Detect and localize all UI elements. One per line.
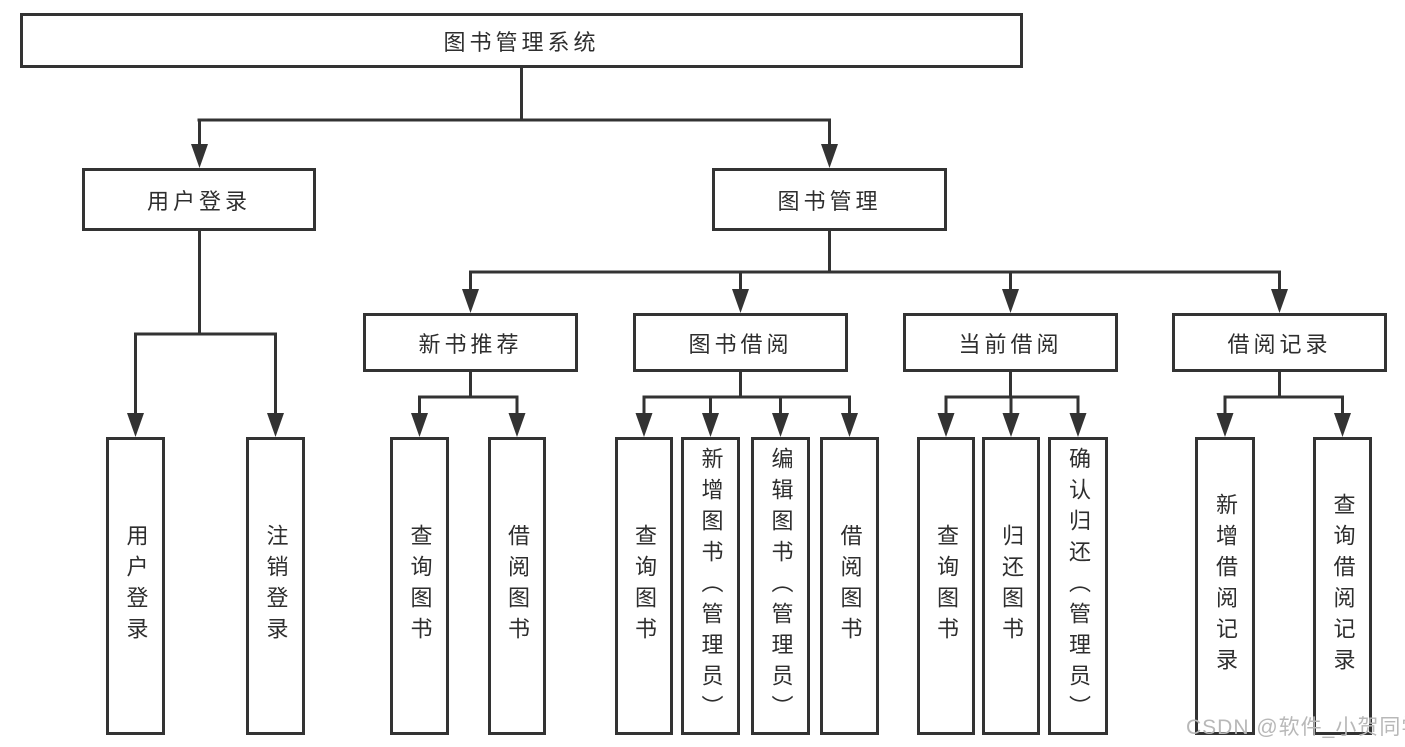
leaf-logout: 注销登录 [246,437,305,735]
leaf-confirm-return-admin: 确认归还（管理员） [1048,437,1108,735]
leaf-user-login: 用户登录 [106,437,165,735]
leaf-borrow-books-borrowing: 借阅图书 [820,437,879,735]
node-book-borrowing: 图书借阅 [633,313,848,372]
csdn-watermark: CSDN @软件_小贺同学 [1186,716,1405,739]
leaf-borrow-books-recommend: 借阅图书 [488,437,546,735]
leaf-edit-books-admin: 编辑图书（管理员） [751,437,810,735]
leaf-query-borrow-record: 查询借阅记录 [1313,437,1372,735]
node-current-borrowing: 当前借阅 [903,313,1118,372]
node-root-system: 图书管理系统 [20,13,1023,68]
node-book-management: 图书管理 [712,168,947,231]
node-borrowing-records: 借阅记录 [1172,313,1387,372]
leaf-return-books: 归还图书 [982,437,1040,735]
leaf-query-books-recommend: 查询图书 [390,437,449,735]
node-user-login: 用户登录 [82,168,316,231]
leaf-query-books-borrowing: 查询图书 [615,437,673,735]
leaf-query-books-current: 查询图书 [917,437,975,735]
node-new-book-recommend: 新书推荐 [363,313,578,372]
leaf-add-borrow-record: 新增借阅记录 [1195,437,1255,735]
arrowhead-icons [127,144,1351,437]
connector-lines [134,68,1344,415]
leaf-add-books-admin: 新增图书（管理员） [681,437,740,735]
